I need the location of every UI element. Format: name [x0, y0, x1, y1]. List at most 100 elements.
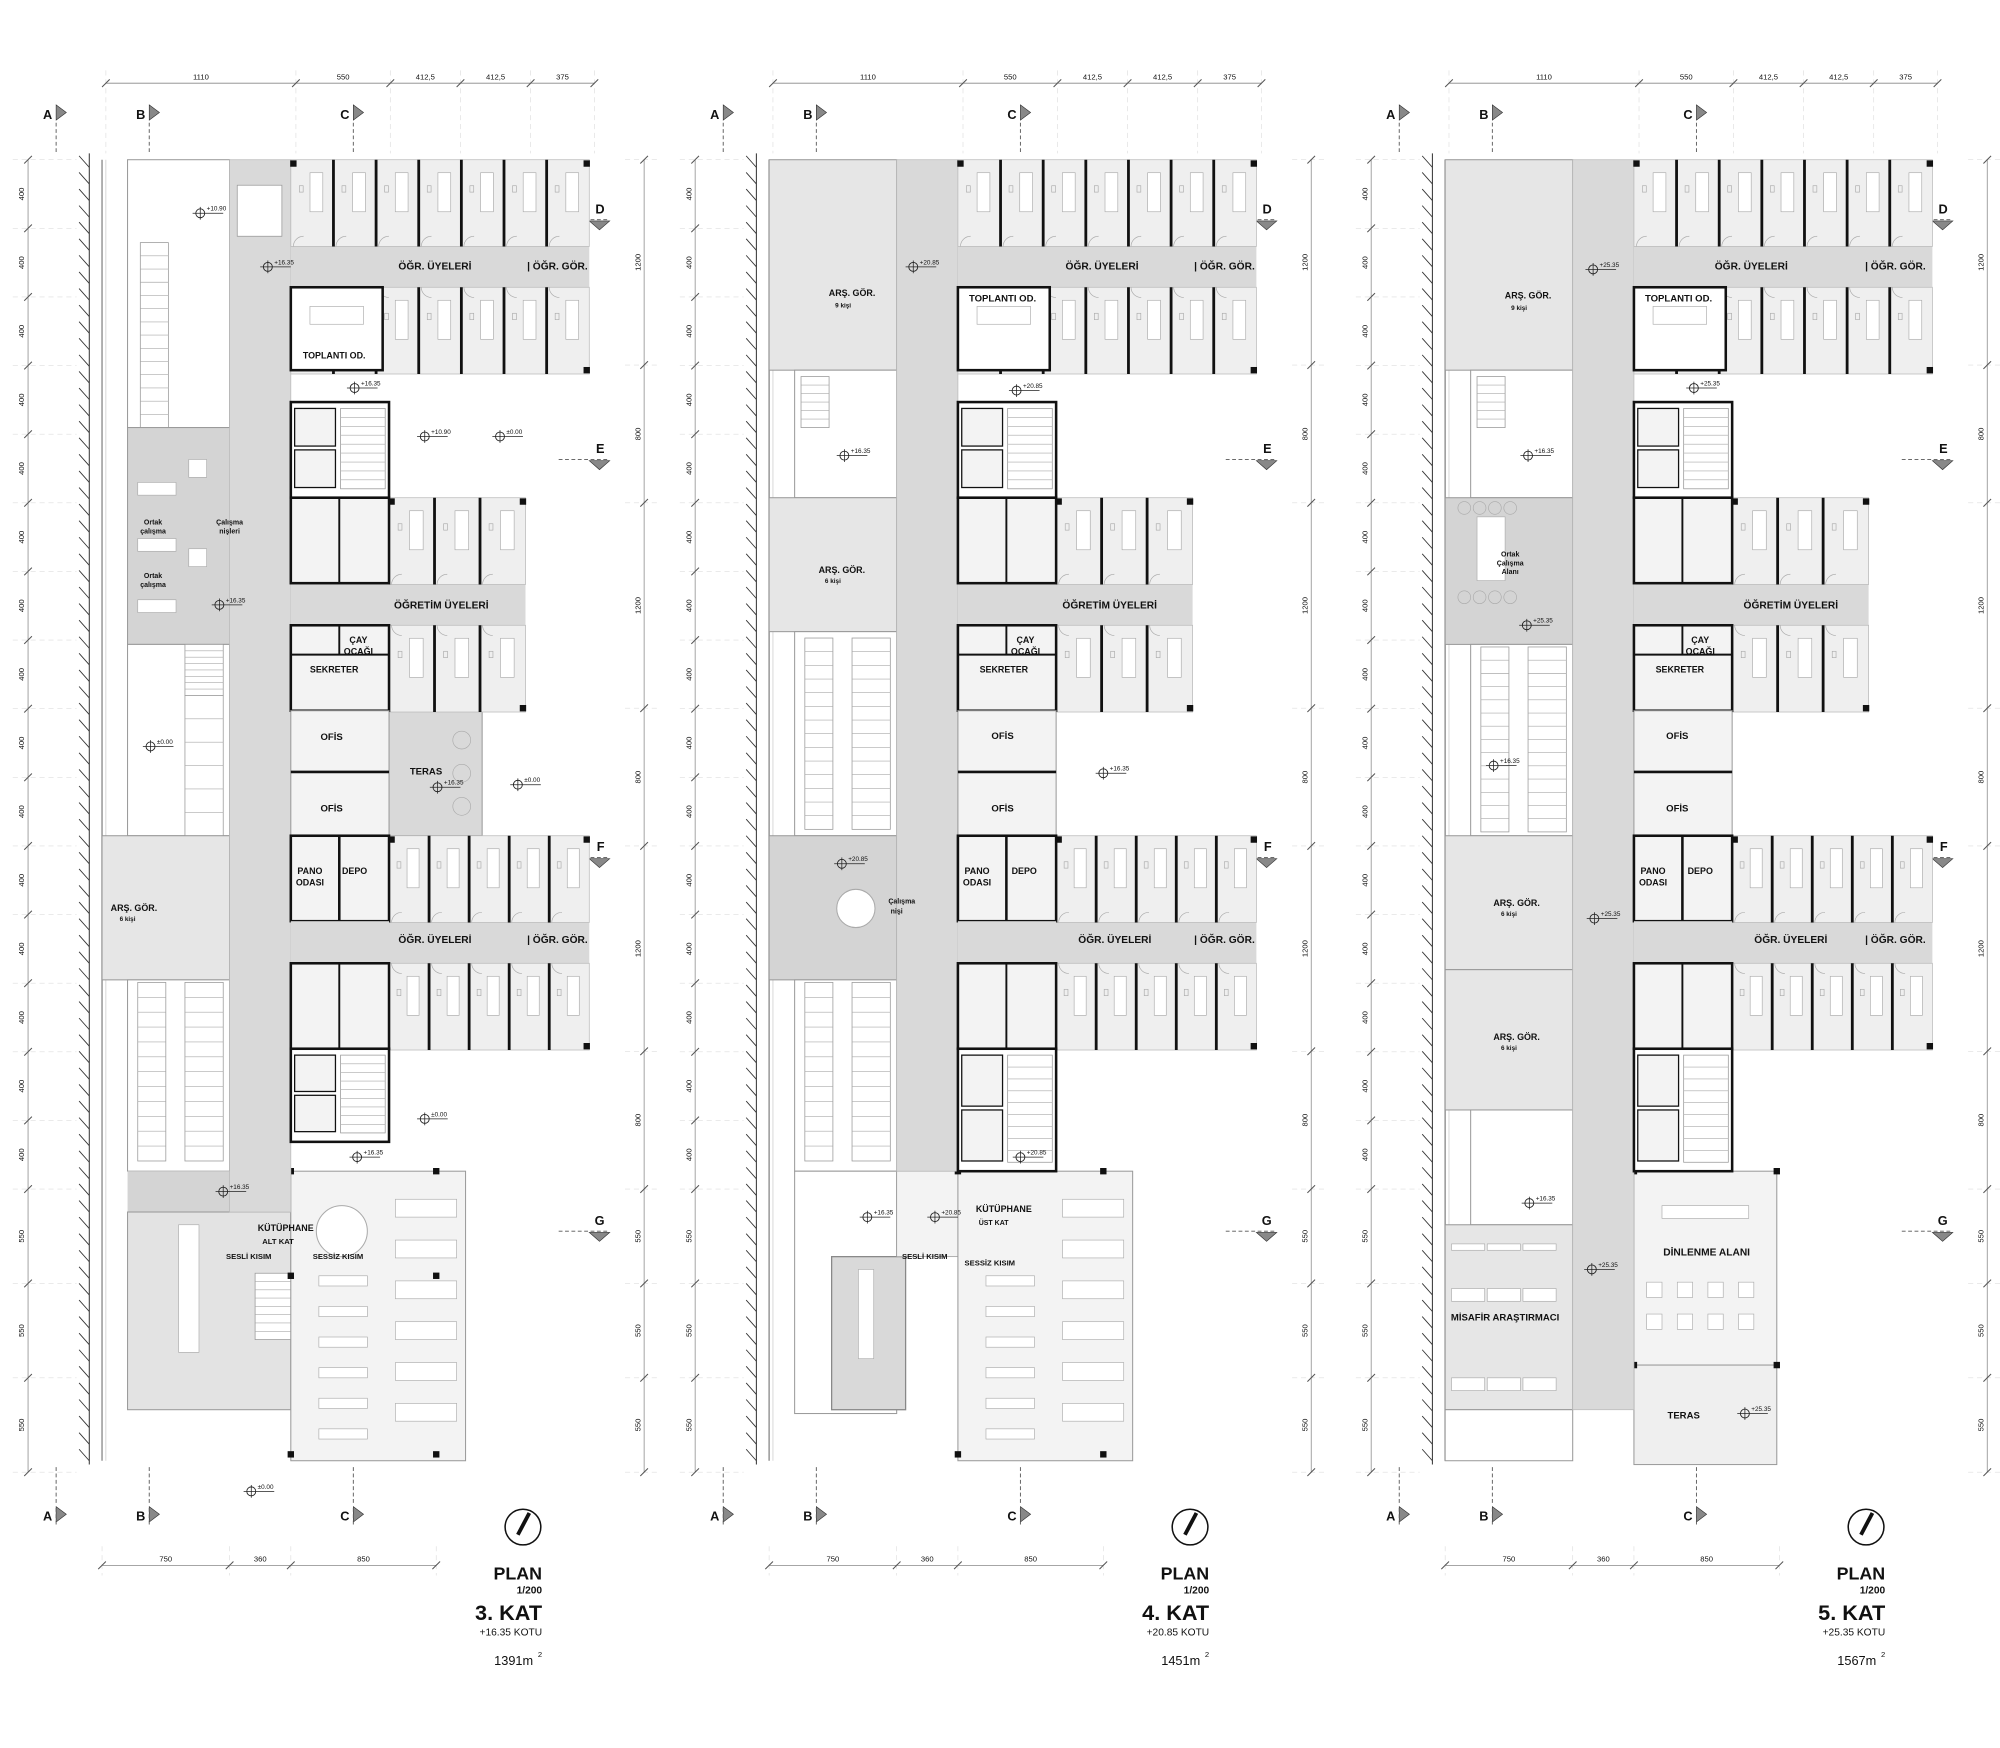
dimension-tick	[526, 78, 535, 88]
plant	[1472, 590, 1487, 604]
elevation-label: +20.85	[848, 856, 868, 863]
dimension-tick	[432, 1561, 441, 1570]
chair	[1110, 523, 1115, 531]
hatch-stroke	[1421, 835, 1433, 848]
dimension-tick	[1366, 498, 1376, 508]
hatch-stroke	[1421, 221, 1433, 234]
hatch-stroke	[745, 255, 757, 268]
reading-table	[395, 1239, 457, 1259]
room-label: ARŞ. GÖR.	[1505, 291, 1552, 301]
room-label: 6 kişi	[1501, 1045, 1517, 1052]
desk	[1823, 299, 1837, 340]
wing-corridor	[1633, 246, 1933, 288]
hatch-stroke	[78, 1415, 90, 1428]
north-arrow-icon	[1171, 1508, 1209, 1546]
chair	[1064, 650, 1070, 658]
dimension-label: 550	[633, 1419, 642, 1432]
dimension-tick	[1799, 78, 1808, 88]
desk	[1113, 975, 1127, 1016]
chair	[966, 185, 971, 193]
chair	[1855, 312, 1860, 320]
room-label: çalışma	[140, 582, 166, 589]
desk	[352, 172, 366, 213]
dimension-label: 550	[633, 1324, 642, 1337]
grid-label: A	[1386, 1509, 1395, 1524]
door-swing	[1814, 963, 1826, 974]
dimension-label: 550	[633, 1230, 642, 1243]
dimension-tick	[1366, 1279, 1376, 1288]
hatch-stroke	[78, 520, 90, 533]
hatch-stroke	[745, 968, 757, 981]
desk	[1910, 975, 1923, 1016]
dimension-tick	[639, 1184, 649, 1194]
desk	[1193, 848, 1207, 889]
chair	[1900, 861, 1905, 869]
hatch-stroke	[1421, 719, 1433, 732]
chair	[1642, 185, 1647, 193]
elevator	[294, 449, 337, 489]
grid-marker-icon	[55, 104, 67, 121]
dimension-tick	[1983, 1047, 1992, 1056]
hatch-stroke	[78, 420, 90, 433]
dimension-label: 1110	[1536, 72, 1552, 81]
dimension-tick	[1366, 1047, 1376, 1056]
elevation-marker: +16.35	[211, 597, 246, 612]
door-swing	[1215, 287, 1227, 298]
column	[1862, 704, 1870, 712]
elevation-marker: +16.35	[346, 380, 381, 395]
north-arrow-needle	[516, 1512, 532, 1536]
hatch-stroke	[78, 1366, 90, 1379]
dimension-label: 400	[17, 599, 26, 612]
hatch-stroke	[1421, 205, 1433, 218]
hatch-stroke	[1421, 1200, 1433, 1213]
bookshelf	[985, 1275, 1035, 1287]
column	[1633, 160, 1640, 167]
grid-marker-icon	[722, 104, 734, 121]
dimension-label: 400	[1360, 256, 1369, 269]
hatch-stroke	[78, 470, 90, 483]
room-label: | ÖĞR. GÖR.	[1865, 933, 1926, 946]
chair	[1897, 312, 1903, 320]
hatch-stroke	[1421, 619, 1433, 632]
room-label: nişleri	[219, 528, 240, 535]
dimension-tick	[1307, 155, 1316, 164]
hatch-stroke	[1421, 1283, 1433, 1296]
hatch-stroke	[1421, 470, 1433, 483]
hatch-stroke	[78, 934, 90, 948]
door-swing	[1734, 573, 1745, 585]
desk	[1062, 299, 1076, 340]
door-swing	[482, 573, 493, 585]
chair	[1063, 861, 1069, 869]
elevation-marker: +16.35	[836, 448, 871, 463]
hatch-stroke	[78, 354, 90, 367]
dimension-tick	[1366, 773, 1376, 782]
hatch-stroke	[1421, 155, 1433, 168]
hatch-stroke	[1421, 1133, 1433, 1146]
hatch-stroke	[1421, 1150, 1433, 1163]
desk	[1189, 172, 1204, 213]
column	[1773, 1361, 1780, 1369]
room-label: MİSAFİR ARAŞTIRMACI	[1451, 1312, 1560, 1323]
grid-marker-icon	[588, 460, 611, 471]
dimension-label: 750	[159, 1555, 172, 1564]
hatch-stroke	[78, 1001, 90, 1014]
door-swing	[1178, 911, 1190, 923]
dimension-tick	[690, 1116, 700, 1125]
dimension-label: 550	[684, 1324, 693, 1337]
chair	[1179, 185, 1184, 193]
door-swing	[1058, 963, 1069, 974]
hatch-stroke	[78, 984, 90, 997]
dimension-tick	[1307, 1279, 1316, 1288]
dimension-label: 400	[17, 462, 26, 475]
dimension-tick	[1568, 1561, 1577, 1570]
dimension-label: 550	[1300, 1230, 1309, 1243]
reading-table	[395, 1280, 457, 1300]
research-assistant-room	[768, 159, 898, 371]
elevation-marker: +16.35	[859, 1210, 894, 1224]
column	[1186, 704, 1194, 712]
door-swing	[1088, 235, 1099, 247]
dimension-label: 375	[1223, 72, 1236, 81]
dimension-tick	[639, 1373, 649, 1383]
elevation-marker: +25.35	[1584, 1262, 1618, 1276]
